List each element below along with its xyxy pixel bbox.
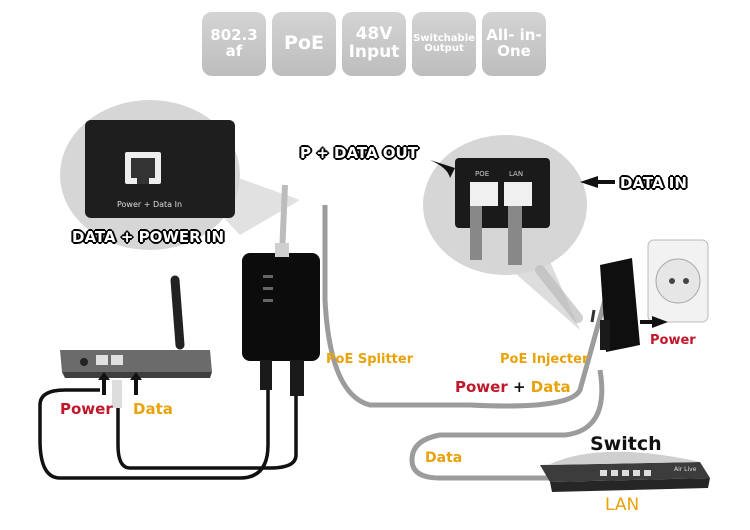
injector-port-zoom — [423, 135, 587, 330]
arrows — [98, 160, 668, 395]
label-data-left: Data — [133, 400, 173, 418]
splitter-port-zoom — [60, 100, 300, 250]
badge-switchable-output: Switchable Output — [412, 12, 476, 76]
port-label-power-data-in: Power + Data In — [117, 200, 183, 209]
label-switch: Switch — [590, 433, 662, 455]
router-device — [60, 275, 212, 408]
badge-poe: PoE — [272, 12, 336, 76]
cables — [38, 184, 608, 481]
callout-data-in: DATA IN — [620, 174, 687, 192]
poe-splitter-device — [242, 243, 320, 396]
callout-data-power-in: DATA + POWER IN — [72, 228, 225, 246]
badge-all-in-one: All- in- One — [482, 12, 546, 76]
port-label-poe: POE — [475, 170, 490, 178]
zoom-arrow — [535, 265, 583, 323]
label-power-left: Power — [60, 400, 113, 418]
label-lan: LAN — [605, 495, 640, 515]
label-poe-injecter: PoE Injecter — [500, 352, 589, 367]
label-power-plus-data: Power + Data — [455, 378, 571, 396]
network-switch — [540, 451, 710, 492]
label-data-bottom: Data — [425, 450, 463, 466]
label-power-right: Power — [650, 333, 696, 348]
badge-48v-input: 48V Input — [342, 12, 406, 76]
switch-brand-logo: Air Live — [674, 466, 697, 473]
label-poe-splitter: PoE Splitter — [326, 352, 414, 367]
badge-8023af: 802.3 af — [202, 12, 266, 76]
callout-p-data-out: P + DATA OUT — [300, 144, 418, 162]
poe-injector-device — [600, 239, 709, 352]
port-label-lan: LAN — [509, 170, 524, 178]
